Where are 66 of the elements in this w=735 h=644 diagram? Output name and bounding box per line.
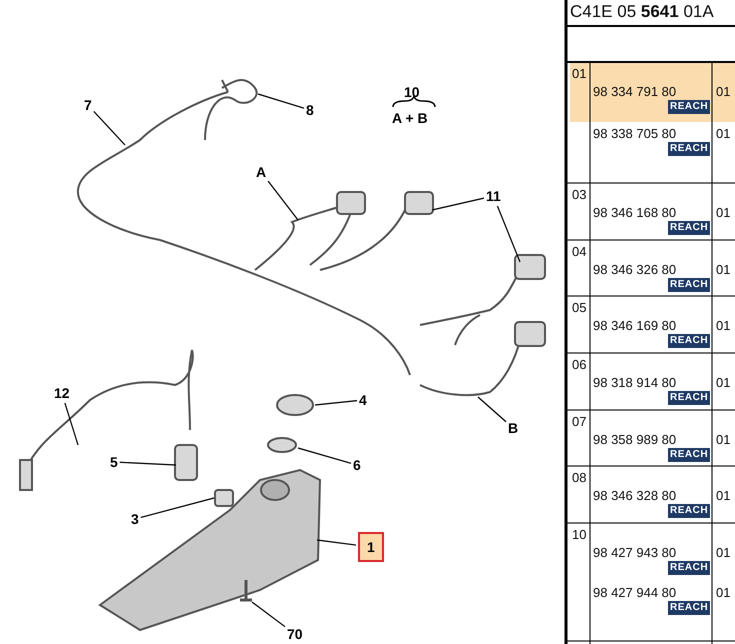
part-number: 98 346 326 80	[593, 262, 676, 277]
part-number: 98 346 169 80	[593, 318, 676, 333]
quantity: 01	[716, 126, 730, 141]
leader-line	[140, 497, 214, 518]
quantity: 01	[716, 585, 730, 600]
reference-code: C41E 05 5641 01A	[570, 4, 714, 19]
callout-number: 4	[359, 392, 367, 408]
leader-line	[120, 462, 176, 466]
leader-line	[93, 110, 126, 146]
callout-number: 6	[353, 457, 361, 473]
quantity: 01	[716, 545, 730, 560]
item-number: 10	[572, 527, 586, 542]
leader-line	[432, 198, 484, 211]
reach-badge: REACH	[668, 278, 710, 292]
part-number: 98 338 705 80	[593, 126, 676, 141]
item-number: 05	[572, 300, 586, 315]
reach-badge: REACH	[668, 561, 710, 575]
leader-line	[298, 447, 352, 464]
callout-number: 1	[358, 532, 384, 562]
callout-number: 5	[110, 454, 118, 470]
item-number: 03	[572, 187, 586, 202]
leader-line	[316, 539, 356, 546]
reach-badge: REACH	[668, 504, 710, 518]
part-number: 98 318 914 80	[593, 375, 676, 390]
quantity: 01	[716, 375, 730, 390]
reach-badge: REACH	[668, 601, 710, 615]
callout-number: 11	[486, 188, 501, 204]
callout-number: 12	[54, 385, 70, 401]
callout-number: B	[508, 420, 518, 436]
quantity: 01	[716, 205, 730, 220]
item-number: 08	[572, 470, 586, 485]
part-number: 98 346 168 80	[593, 205, 676, 220]
reach-badge: REACH	[668, 448, 710, 462]
quantity: 01	[716, 488, 730, 503]
callout-number: 8	[306, 102, 314, 118]
part-number: 98 334 791 80	[593, 84, 676, 99]
item-number: 07	[572, 414, 586, 429]
reach-badge: REACH	[668, 100, 710, 114]
leader-line	[64, 402, 79, 446]
part-number: 98 427 944 80	[593, 585, 676, 600]
item-number: 04	[572, 244, 586, 259]
leader-line	[252, 602, 286, 628]
callout-number: 3	[131, 511, 139, 527]
leader-line	[258, 93, 304, 109]
item-number: 01	[572, 66, 586, 81]
quantity: 01	[716, 318, 730, 333]
quantity: 01	[716, 84, 730, 99]
quantity: 01	[716, 262, 730, 277]
part-number: 98 346 328 80	[593, 488, 676, 503]
part-number: 98 427 943 80	[593, 545, 676, 560]
leader-line	[314, 400, 358, 406]
callout-number: 7	[84, 97, 92, 113]
reach-badge: REACH	[668, 221, 710, 235]
leader-line	[478, 396, 506, 422]
leader-line	[268, 180, 298, 220]
reach-badge: REACH	[668, 334, 710, 348]
leader-line	[496, 206, 521, 262]
callout-number: 70	[287, 626, 303, 642]
quantity: 01	[716, 432, 730, 447]
part-number: 98 358 989 80	[593, 432, 676, 447]
item-number: 06	[572, 357, 586, 372]
callout-number: A	[256, 164, 266, 180]
callout-number: A + B	[392, 110, 428, 126]
reach-badge: REACH	[668, 391, 710, 405]
reach-badge: REACH	[668, 142, 710, 156]
callout-number: 10	[404, 84, 420, 100]
